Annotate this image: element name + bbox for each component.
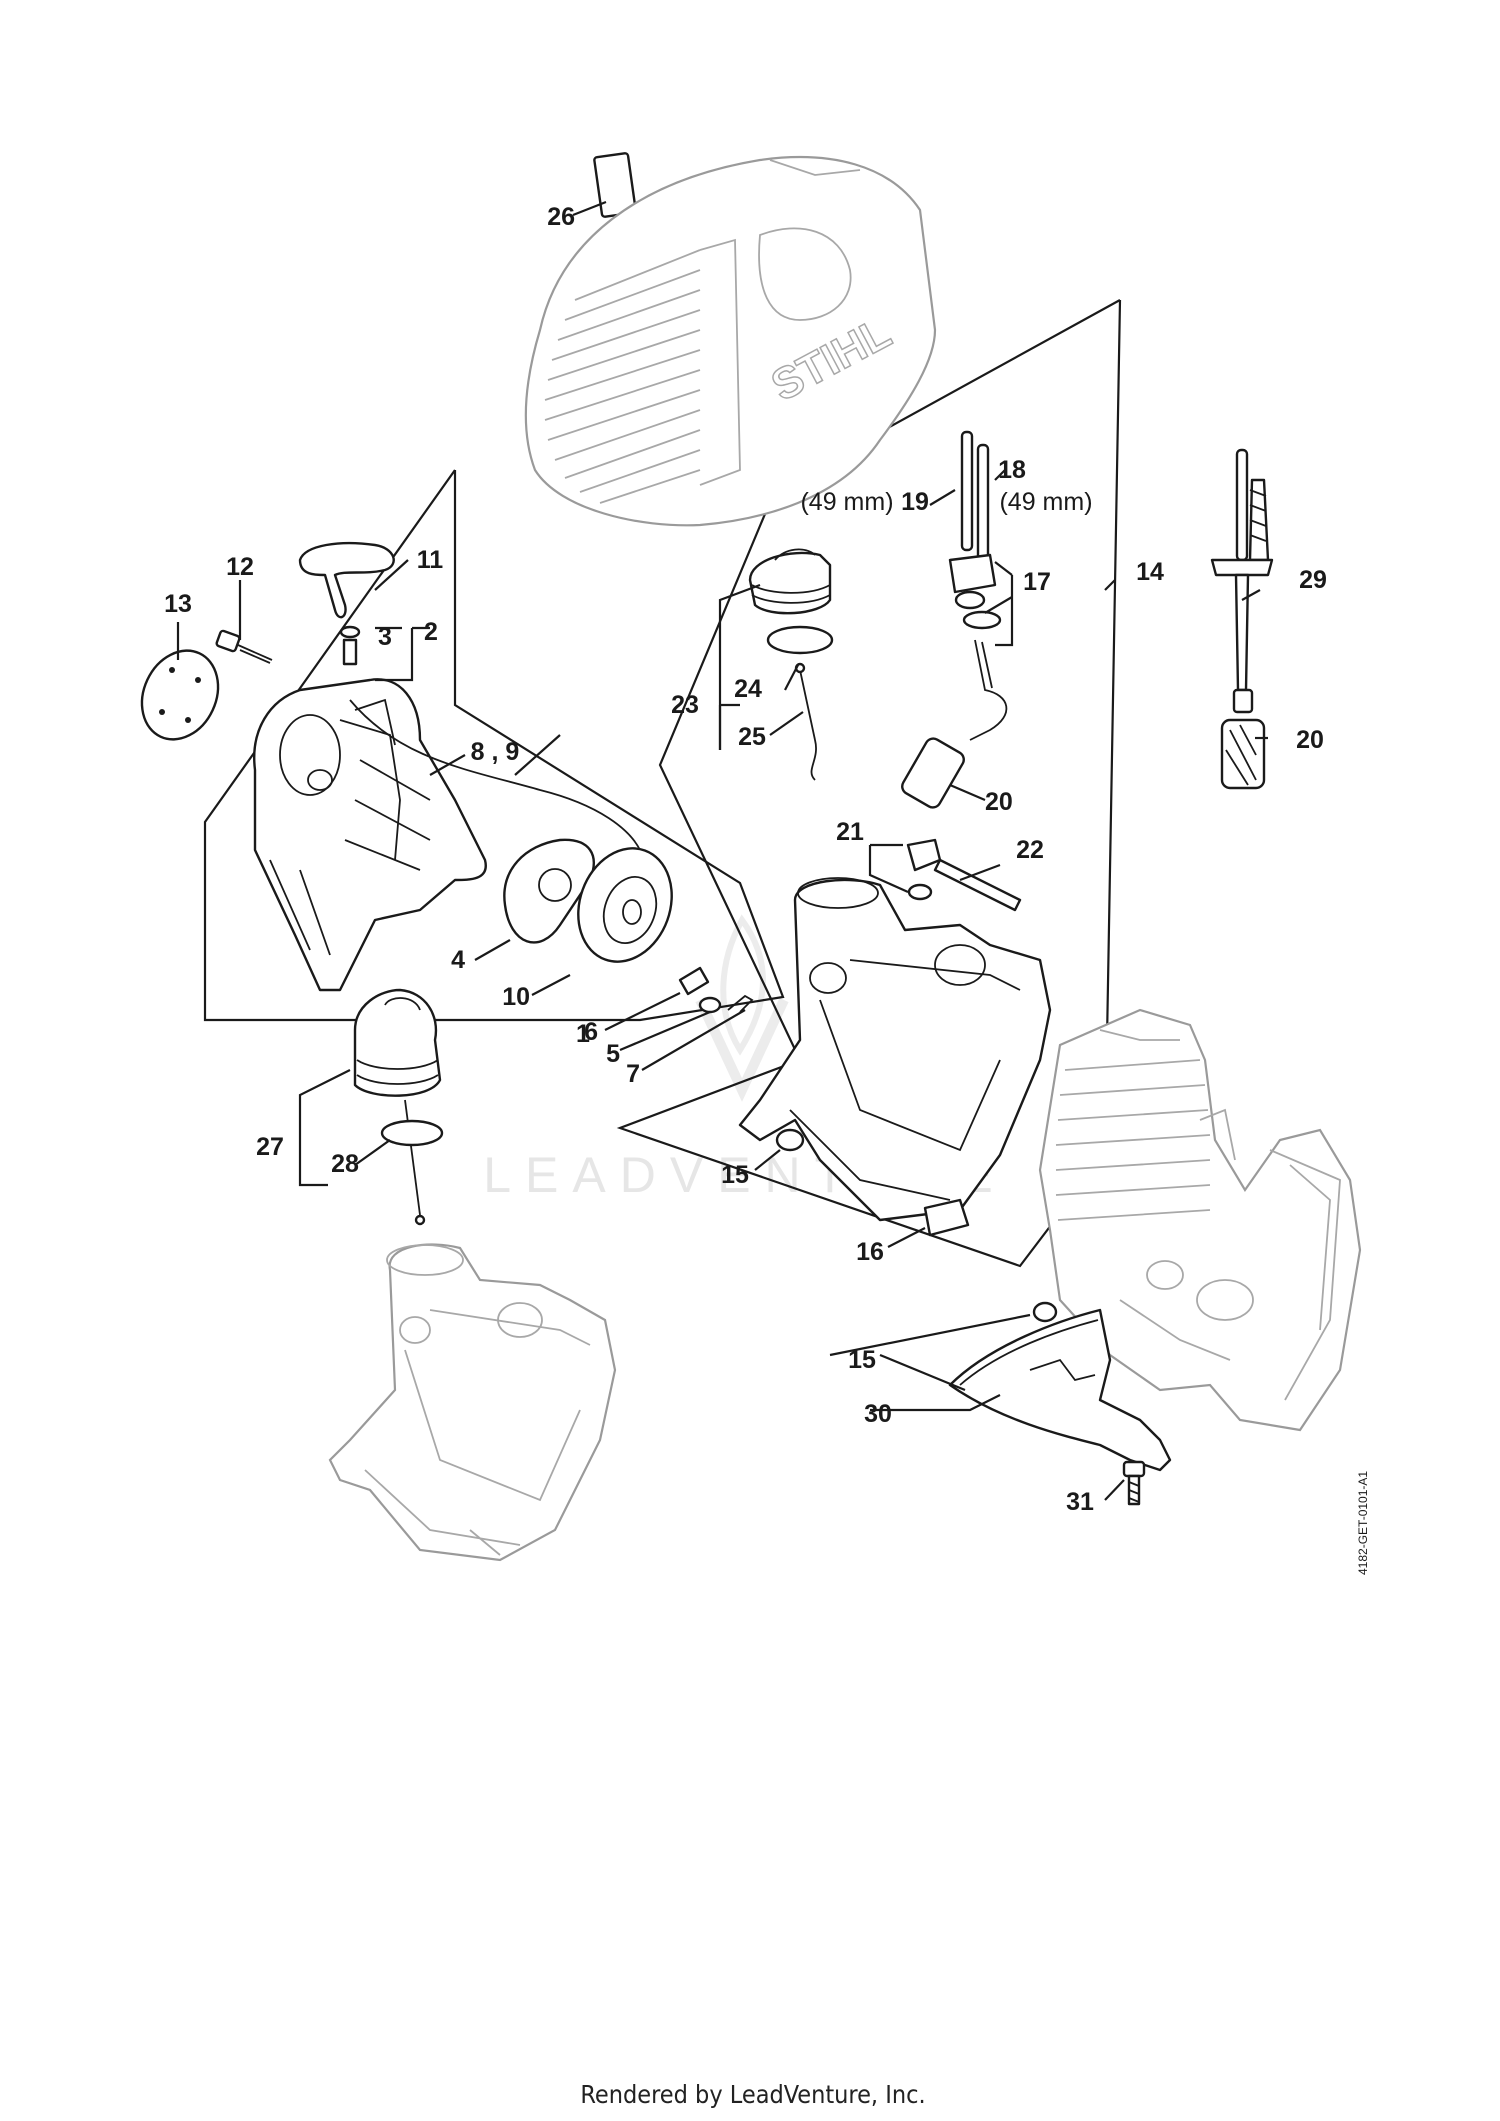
callout-7: 7 [626,1060,640,1088]
stud-16 [923,1198,970,1237]
fuel-strainer-20 [901,737,965,809]
callout-15b: 15 [848,1346,876,1374]
callout-15a: 15 [721,1161,749,1189]
callout-25: 25 [738,723,766,751]
tank-outline [328,1243,617,1562]
callout-24: 24 [734,675,762,703]
washer-3 [339,625,361,639]
bushing-15 [775,1128,805,1152]
callout-14: 14 [1136,558,1164,586]
callout-1: 1 [576,1020,590,1048]
callout-8-9: 8 , 9 [471,738,520,766]
leader-lines [176,200,1268,1501]
callout-2: 2 [424,618,438,646]
oil-cap-27 [353,988,442,1097]
callout-labels: 26 1 2 3 4 5 6 7 8 , 9 10 11 12 13 14 15… [164,203,1327,1516]
shroud-body [524,155,937,527]
tank-reference-drawing [328,1243,617,1562]
starter-grip-11 [298,541,395,619]
callout-22: 22 [1016,836,1044,864]
callout-20a: 20 [985,788,1013,816]
gasket-24 [766,625,834,655]
callout-20b: 20 [1296,726,1324,754]
retainer-25 [799,669,817,781]
starter-assembly [140,541,754,1014]
fuel-tank-assembly [738,430,1052,1237]
fuel-hoses-18-19 [960,430,990,565]
footer-credit: Rendered by LeadVenture, Inc. [580,2080,925,2109]
spring-cover-4 [503,838,595,944]
pickup-body-29 [1210,448,1274,790]
callout-3: 3 [378,623,392,651]
callout-31: 31 [1066,1488,1094,1516]
callout-18: 18 [998,456,1026,484]
callout-21: 21 [836,818,864,846]
o-ring-28 [380,1119,444,1147]
callout-26: 26 [547,203,575,231]
rope-guide-2 [342,638,358,666]
grommet-21 [906,838,942,872]
callout-13: 13 [164,590,192,618]
callout-4: 4 [451,946,465,974]
callout-5: 5 [606,1040,620,1068]
guard-plate-30 [948,1308,1172,1472]
spring-clip-7 [727,994,754,1013]
dipstick [404,1099,421,1216]
callout-29: 29 [1299,566,1327,594]
shroud-cover: STIHL [524,152,937,527]
drawing-code: 4182-GET-0101-A1 [1356,1471,1370,1575]
oil-cap-assembly [353,988,444,1226]
fuel-cap-23 [748,551,832,615]
tube-22 [933,858,1022,912]
dimension-18: (49 mm) [999,488,1092,516]
callout-30: 30 [864,1400,892,1428]
pickup-hose [969,639,1008,741]
callout-19: 19 [901,488,929,516]
tank-vent-17 [948,553,997,594]
callout-16: 16 [856,1238,884,1266]
pawl-6 [678,966,710,996]
callout-12: 12 [226,553,254,581]
callout-28: 28 [331,1150,359,1178]
washer-5 [698,996,722,1014]
bushing-15b [1032,1301,1058,1323]
callout-27: 27 [256,1133,284,1161]
dimension-19: (49 mm) [800,488,893,516]
cover-plate-13 [140,649,220,741]
callout-23: 23 [671,691,699,719]
callout-10: 10 [502,983,530,1011]
callout-17: 17 [1023,568,1051,596]
callout-6: 6 [584,1018,598,1046]
screw-31 [1122,1460,1146,1506]
starter-rope-8-9 [349,699,641,851]
screw-12 [215,629,273,664]
guard-plate-assembly [948,1301,1172,1506]
callout-11: 11 [417,546,444,574]
engine-reference-drawing [1038,1008,1362,1432]
